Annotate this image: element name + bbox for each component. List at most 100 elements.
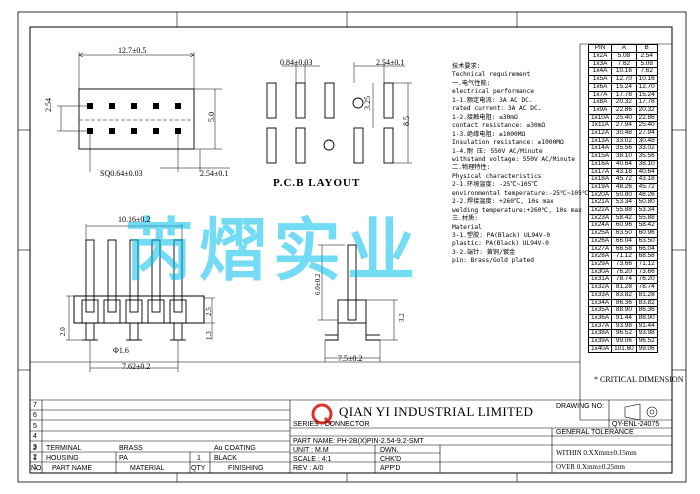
table-cell: 1x36A xyxy=(587,313,613,323)
spec-line: withstand voltage: 550V AC/Minute xyxy=(452,155,575,163)
table-cell: 1x19A xyxy=(587,182,613,192)
bom-row-2-finishing: Au COATING xyxy=(214,445,256,452)
rev: REV : A/0 xyxy=(293,465,324,472)
bom-row-1-no: 1 xyxy=(33,455,37,462)
spec-line: 1-1.额定电流: 3A AC DC. xyxy=(452,96,533,104)
table-cell: 38.10 xyxy=(635,159,658,169)
spec-line: 2-2.焊接温度: +260℃, 10s max xyxy=(452,198,554,206)
table-cell: 1x6A xyxy=(587,82,613,92)
dim-side-h2: 1.3 xyxy=(205,331,213,340)
spec-line: rated current: 3A AC DC. xyxy=(452,105,542,113)
dim-pcb-total: 8.5 xyxy=(402,116,411,126)
table-cell: 81.28 xyxy=(635,290,658,300)
company-name: QIAN YI INDUSTRIAL LIMITED xyxy=(339,404,534,419)
chkd-label: CHK'D xyxy=(380,456,402,463)
table-cell: 12.70 xyxy=(635,82,658,92)
spec-line: 3-1.塑胶: PA(Black) UL94V-0 xyxy=(452,232,551,239)
table-cell: 99.06 xyxy=(635,344,658,354)
dwn-label: DWN. xyxy=(380,447,399,454)
dim-end-height: 6.0±0.2 xyxy=(314,273,322,295)
dim-top-width: 12.7±0.5 xyxy=(118,46,147,55)
spec-line: 三.材质: xyxy=(452,215,479,223)
spec-line: Technical requirement xyxy=(452,71,531,79)
table-cell: 1x33A xyxy=(587,290,613,300)
table-cell: 83.82 xyxy=(611,290,637,300)
spec-line: 二.物理特性: xyxy=(452,164,491,172)
tolerance-over: OVER 0.Xmm±0.25mm xyxy=(556,463,625,471)
company-logo xyxy=(311,403,333,426)
dim-hole: Φ1.6 xyxy=(113,346,129,355)
drawing-no-label: DRAWING NO: xyxy=(556,403,604,410)
unit: UNIT : M.M xyxy=(293,447,329,454)
scale: SCALE : 4:1 xyxy=(293,456,332,463)
spec-line: pin: Brass/Gold plated xyxy=(452,257,534,265)
dim-top-height: 2.54 xyxy=(44,98,53,112)
critical-dimension-note: * CRITICAL DIMENSION xyxy=(594,375,684,384)
appd-label: APP'D xyxy=(380,465,401,472)
part-name: PART NAME: PH-2B(X)PIN-2.54-9.2-SMT xyxy=(293,438,424,445)
bom-header-material: MATERIAL xyxy=(130,465,165,472)
table-cell: 66.04 xyxy=(611,236,637,246)
table-cell: 63.50 xyxy=(635,236,658,246)
bom-row-2-material: BRASS xyxy=(119,445,143,452)
watermark: 芮熠实业 xyxy=(125,212,422,291)
dim-side-bottom: 7.62±0.2 xyxy=(122,362,151,371)
table-cell: 48.26 xyxy=(611,182,637,192)
dim-top-height-right: 5.0 xyxy=(207,112,216,122)
series: SERIES : CONNECTOR xyxy=(293,421,370,428)
bom-row-1-qty: 1 xyxy=(197,455,201,462)
spec-line: 技术要求: xyxy=(452,63,481,70)
row-number: 4 xyxy=(33,433,37,441)
table-cell: 1x16A xyxy=(587,159,613,169)
general-tolerance: GENERAL TOLERANCE xyxy=(556,429,634,436)
dim-pcb-pitch: 2.54±0.1 xyxy=(376,58,405,67)
spec-line: 1-4.耐 压: 550V AC/Minute xyxy=(452,147,543,155)
spec-line: 一.电气性能: xyxy=(452,79,491,87)
row-number: 7 xyxy=(33,402,37,409)
table-cell: 101.60 xyxy=(611,344,637,354)
bom-header-finishing: FINISHING xyxy=(228,465,264,472)
spec-line: plastic: PA(Black) UL94V-0 xyxy=(452,240,549,248)
spec-line: Material xyxy=(452,223,482,231)
bom-row-1-material: PA xyxy=(119,455,128,462)
dim-end-h2: 3.2 xyxy=(398,313,406,322)
spec-line: welding temperature:+260℃, 10s max xyxy=(452,206,582,214)
spec-line: 3-2.端针: 黄铜/镀金 xyxy=(452,248,516,256)
tolerance-within: WITHIN 0.XXmm±0.15mm xyxy=(556,449,637,457)
bom-header-qty: QTY xyxy=(191,465,206,472)
spec-line: Insulation resistance: ≥1000MΩ xyxy=(452,139,564,147)
spec-line: 1-2.接触电阻: ≤30mΩ xyxy=(452,113,518,121)
drawing-no: QY-ENL-24075 xyxy=(612,421,660,428)
dim-side-h1: 2.0 xyxy=(59,327,67,336)
dim-pitch: 2.54±0.1 xyxy=(200,169,229,178)
dim-side-width: 10.16±0.2 xyxy=(118,215,151,224)
dim-pcb-row: 3.25 xyxy=(363,96,372,110)
table-cell: 22.86 xyxy=(611,105,637,115)
spec-line: electrical performance xyxy=(452,88,534,96)
spec-line: Physical characteristics xyxy=(452,172,542,180)
table-cell: 88.90 xyxy=(635,313,658,323)
table-cell: 20.32 xyxy=(635,105,658,115)
row-number: 5 xyxy=(33,422,37,430)
pin-header: PIN xyxy=(587,44,613,53)
bom-row-2-name: TERMINAL xyxy=(46,445,82,452)
spec-line: 2-1.环境温度: -25℃~105℃ xyxy=(452,181,538,189)
table-cell: 40.64 xyxy=(611,159,637,169)
dim-pcb-pad: 0.84±0.03 xyxy=(280,58,313,67)
row-number: 2 xyxy=(33,454,37,461)
spec-line: contact resistance: ≤30mΩ xyxy=(452,122,546,130)
dim-end-width: 7.5±0.2 xyxy=(338,354,363,363)
row-number: 3 xyxy=(33,443,37,451)
table-cell: 1x26A xyxy=(587,236,613,246)
